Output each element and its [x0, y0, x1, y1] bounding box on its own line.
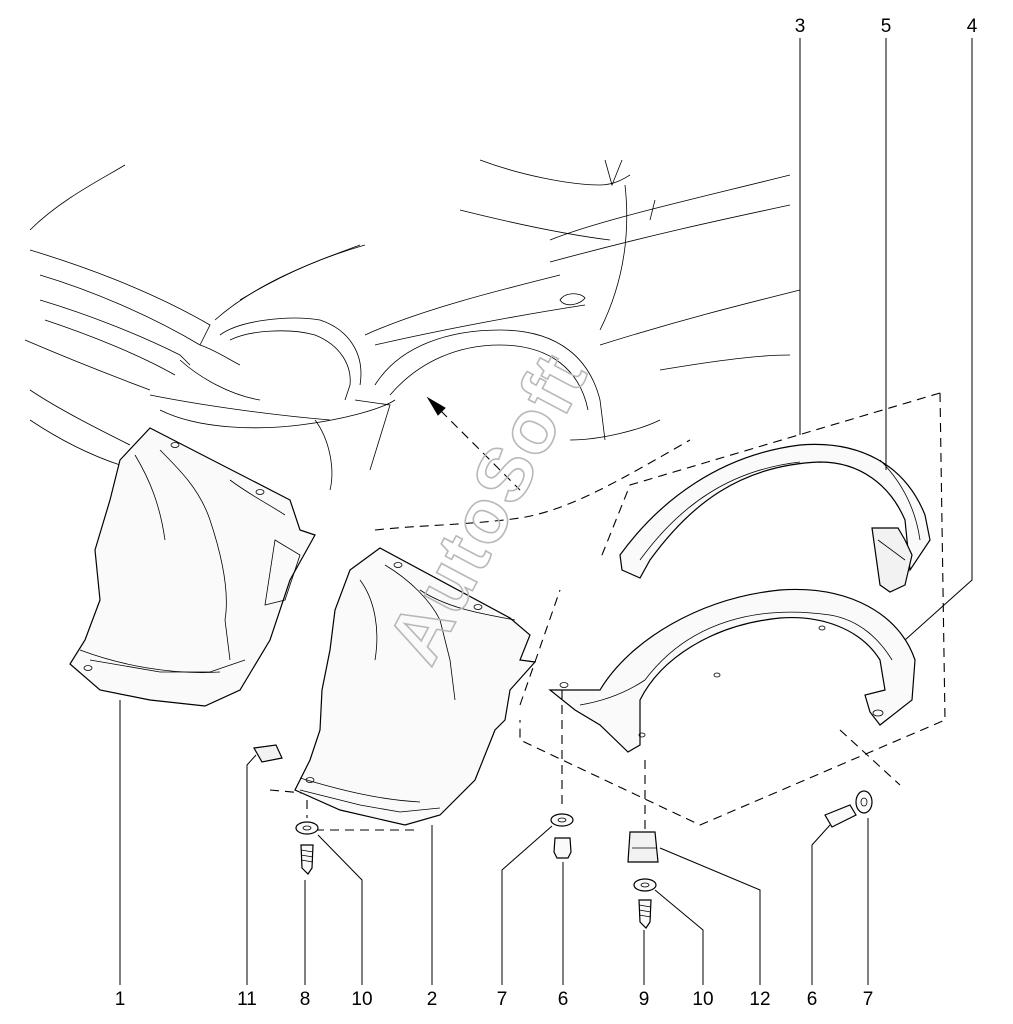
- bolt-6-right: [824, 804, 857, 828]
- callout-6-center: 6: [558, 989, 569, 1010]
- callout-3: 3: [795, 16, 806, 37]
- screw-9: [638, 899, 652, 929]
- callout-5: 5: [881, 16, 892, 37]
- car-body-outline: [24, 159, 801, 491]
- callout-12: 12: [749, 989, 770, 1010]
- bolt-6-center: [553, 837, 572, 859]
- callout-9: 9: [639, 989, 650, 1010]
- washer-10-left: [295, 821, 319, 835]
- callout-7-center: 7: [497, 989, 508, 1010]
- fasteners: [253, 744, 873, 929]
- callout-2: 2: [427, 989, 438, 1010]
- wheel-arch-trim: [619, 443, 931, 593]
- callout-10-left: 10: [351, 989, 372, 1010]
- washer-7-center: [550, 813, 574, 827]
- callout-labels: 1 11 8 10 2 7 6 9 10 12 6 7 3 5 4: [115, 16, 978, 1010]
- callout-10-right: 10: [692, 989, 713, 1010]
- washer-7-right: [855, 790, 873, 814]
- assembly-dashed-lines: [269, 392, 946, 831]
- clip-11: [253, 744, 283, 763]
- clip-nut-12: [627, 831, 659, 863]
- fender-liner-right: [294, 547, 537, 826]
- callout-4: 4: [967, 16, 978, 37]
- callout-leaders: [119, 38, 973, 985]
- screw-8: [300, 844, 314, 875]
- wheel-arch-extension: [548, 588, 916, 753]
- callout-11: 11: [237, 989, 257, 1010]
- callout-8: 8: [300, 989, 311, 1010]
- alignment-lines: [306, 690, 646, 830]
- callout-7-right: 7: [863, 989, 874, 1010]
- fender-liner-left: [69, 427, 316, 707]
- callout-6-right: 6: [807, 989, 818, 1010]
- washer-10-right: [633, 878, 657, 892]
- callout-1: 1: [115, 989, 126, 1010]
